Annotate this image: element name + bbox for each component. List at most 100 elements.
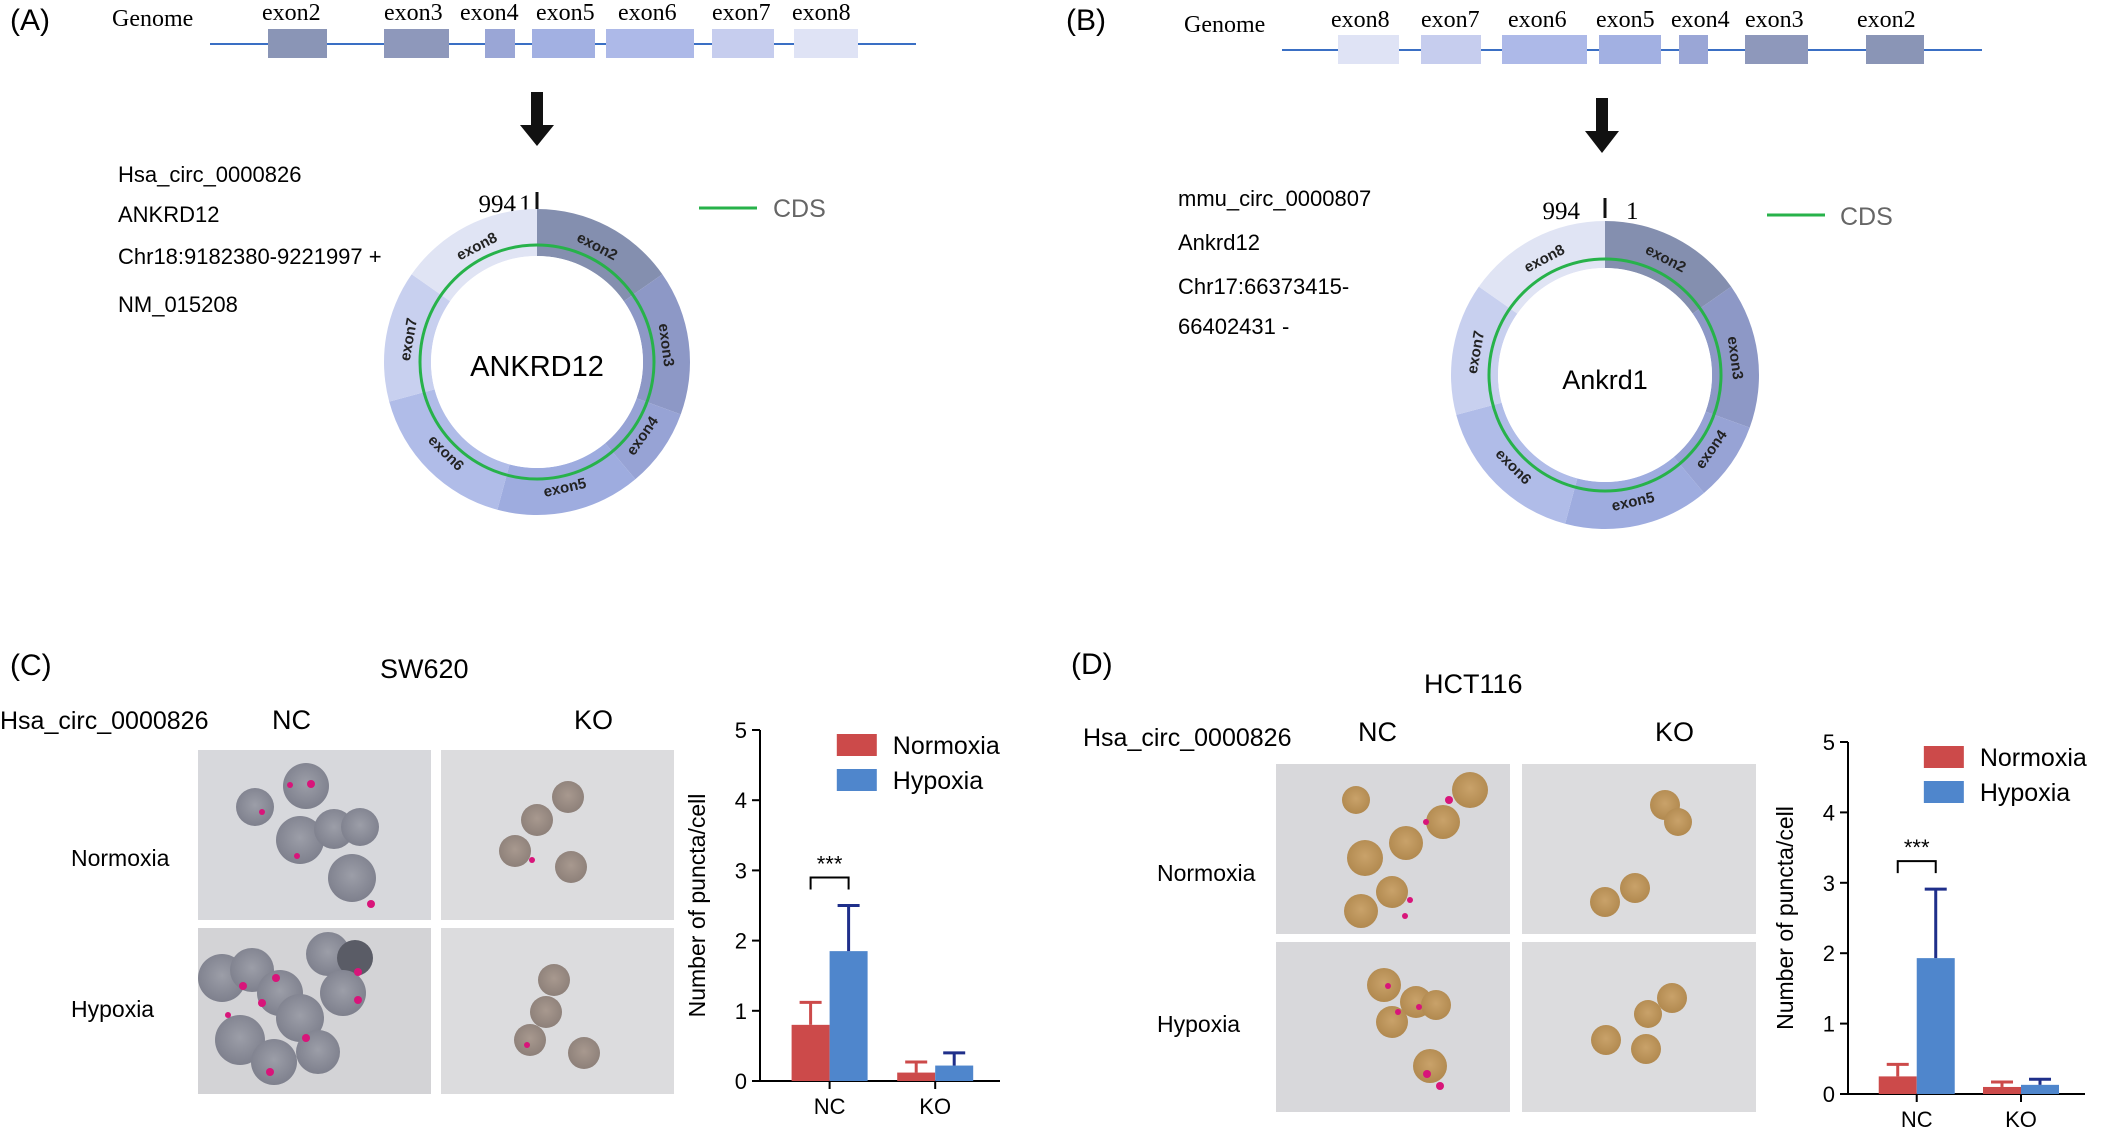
panel-b-down-arrow <box>1585 98 1619 153</box>
panel-c-chart-y-tick-label: 1 <box>735 999 747 1024</box>
panel-b-exon4-block <box>1679 35 1708 64</box>
panel-b-label: (B) <box>1066 4 1106 37</box>
panel-c-label: (C) <box>10 649 52 682</box>
panel-b-exon-blocks <box>1338 35 1924 64</box>
panel-b-cds-circle <box>1487 257 1723 493</box>
panel-b-genome-label: Genome <box>1184 12 1265 38</box>
panel-c-chart-bar <box>897 1072 936 1081</box>
panel-b-exon8-block <box>1338 35 1399 64</box>
panel-c-chart-significance-bracket <box>809 876 850 890</box>
panel-b-exon-label: exon8 <box>1331 7 1390 33</box>
panel-a-exon-label: exon7 <box>712 0 771 26</box>
panel-a-down-arrow <box>520 92 554 146</box>
panel-a-exon-label: exon2 <box>262 0 321 26</box>
panel-b-info-line: Ankrd12 <box>1178 230 1260 255</box>
panel-a-exon-label: exon6 <box>618 0 677 26</box>
panel-d-chart-x-tick-label: KO <box>2005 1107 2037 1130</box>
panel-d-micrograph-ko-normoxia <box>1522 764 1756 934</box>
panel-c-chart-bar <box>791 1024 830 1081</box>
panel-d-col-ko: KO <box>1655 717 1694 747</box>
panel-c-chart-significance-label: *** <box>817 852 843 877</box>
panel-a-exon6-block <box>606 29 694 58</box>
panel-a-info-line: Chr18:9182380-9221997 + <box>118 244 382 269</box>
panel-c-chart-y-axis-label: Number of puncta/cell <box>684 794 710 1018</box>
panel-b-info-line: 66402431 - <box>1178 314 1289 339</box>
panel-b-ring-segment <box>1456 402 1578 524</box>
panel-a-exon-blocks <box>268 29 858 58</box>
panel-c-circ-label: Hsa_circ_0000826 <box>0 707 208 735</box>
panel-c-micrograph-ko-hypoxia <box>441 928 674 1094</box>
panel-a-circ-center-label: ANKRD12 <box>470 351 604 383</box>
panel-a-ring-segment <box>389 389 510 510</box>
panel-b-exon-labels: exon8 exon7 exon6 exon5 exon4 exon3 exon… <box>1331 7 1916 33</box>
panel-d-chart-bar <box>2021 1084 2060 1094</box>
panel-b-position-end: 994 <box>1543 198 1581 225</box>
panel-d-chart-bar <box>1878 1076 1917 1094</box>
panel-b-ring-label: exon3 <box>1724 335 1747 380</box>
panel-c-micrograph-nc-hypoxia <box>198 928 431 1094</box>
panel-d-row-normoxia: Normoxia <box>1157 860 1256 886</box>
panel-a-exon8-block <box>794 29 858 58</box>
panel-b-exon-label: exon4 <box>1671 7 1730 33</box>
panel-c-chart-x-tick-label: NC <box>814 1094 846 1119</box>
panel-b-exon-label: exon2 <box>1857 7 1916 33</box>
panel-b-info-line: Chr17:66373415- <box>1178 274 1349 299</box>
panel-d-chart-significance-bracket <box>1896 860 1937 874</box>
panel-a-exon-label: exon8 <box>792 0 851 26</box>
panel-b-cds-legend-text: CDS <box>1840 203 1893 231</box>
panel-c-chart-bar <box>935 1065 974 1081</box>
panel-c-col-ko: KO <box>574 705 613 735</box>
panel-c-row-hypoxia: Hypoxia <box>71 996 154 1022</box>
panel-b-info-line: mmu_circ_0000807 <box>1178 186 1371 211</box>
panel-a-info-line: Hsa_circ_0000826 <box>118 162 301 187</box>
panel-b-circ-center-label: Ankrd1 <box>1562 365 1648 395</box>
panel-d-cell-line: HCT116 <box>1424 669 1523 699</box>
panel-d-chart-x-tick-label: NC <box>1901 1107 1933 1130</box>
panel-d-col-nc: NC <box>1358 717 1397 747</box>
panel-a: (A) Genome exon2 exon3 exon4 exon5 exon6… <box>10 0 916 515</box>
panel-c-chart-y-tick-label: 0 <box>735 1069 747 1094</box>
panel-a-exon-label: exon4 <box>460 0 519 26</box>
panel-c-chart-y-tick-label: 3 <box>735 858 747 883</box>
panel-b-ring-segment <box>1451 286 1518 415</box>
panel-a-exon-label: exon3 <box>384 0 443 26</box>
panel-c-row-normoxia: Normoxia <box>71 845 170 871</box>
panel-c-chart-legend-label: Hypoxia <box>893 767 983 795</box>
panel-a-exon-label: exon5 <box>536 0 595 26</box>
panel-d-chart-legend-label: Normoxia <box>1980 744 2087 772</box>
panel-b-ring-segment <box>1565 456 1704 529</box>
panel-d-chart-legend-label: Hypoxia <box>1980 779 2070 807</box>
panel-b-exon3-block <box>1745 35 1808 64</box>
panel-d-chart-bar <box>1983 1086 2022 1094</box>
panel-d-chart-significance-label: *** <box>1904 835 1930 860</box>
panel-a-ring-label: exon3 <box>655 322 678 367</box>
panel-b-exon-label: exon5 <box>1596 7 1655 33</box>
panel-b-exon-label: exon7 <box>1421 7 1480 33</box>
panel-a-info-line: NM_015208 <box>118 292 238 317</box>
panel-a-cds-circle <box>418 243 656 481</box>
panel-b-exon7-block <box>1421 35 1481 64</box>
panel-c-micrograph-ko-normoxia <box>441 750 674 920</box>
panel-c-chart-y-tick-label: 2 <box>735 929 747 954</box>
panel-d-chart-y-tick-label: 3 <box>1823 871 1835 896</box>
panel-c-micrograph-nc-normoxia <box>198 750 431 920</box>
panel-b-ring-segment <box>1478 221 1605 314</box>
panel-a-exon5-block <box>532 29 595 58</box>
panel-a-genome-label: Genome <box>112 6 193 32</box>
panel-c-col-nc: NC <box>272 705 311 735</box>
panel-d-chart-y-tick-label: 5 <box>1823 730 1835 755</box>
panel-a-ring-segment <box>605 398 681 480</box>
panel-b-info: mmu_circ_0000807 Ankrd12 Chr17:66373415-… <box>1178 186 1371 339</box>
panel-d-label: (D) <box>1071 648 1113 681</box>
panel-b-exon-label: exon6 <box>1508 7 1567 33</box>
panel-d-chart-y-tick-label: 1 <box>1823 1012 1835 1037</box>
panel-d-micrograph-ko-hypoxia <box>1522 942 1756 1112</box>
panel-a-label: (A) <box>10 4 50 37</box>
panel-c-chart-x-tick-label: KO <box>919 1094 951 1119</box>
panel-a-exon3-block <box>384 29 449 58</box>
panel-a-cds-legend-text: CDS <box>773 195 826 223</box>
panel-c-chart-y-tick-label: 4 <box>735 788 747 813</box>
panel-b-position-start: 1 <box>1626 198 1639 225</box>
